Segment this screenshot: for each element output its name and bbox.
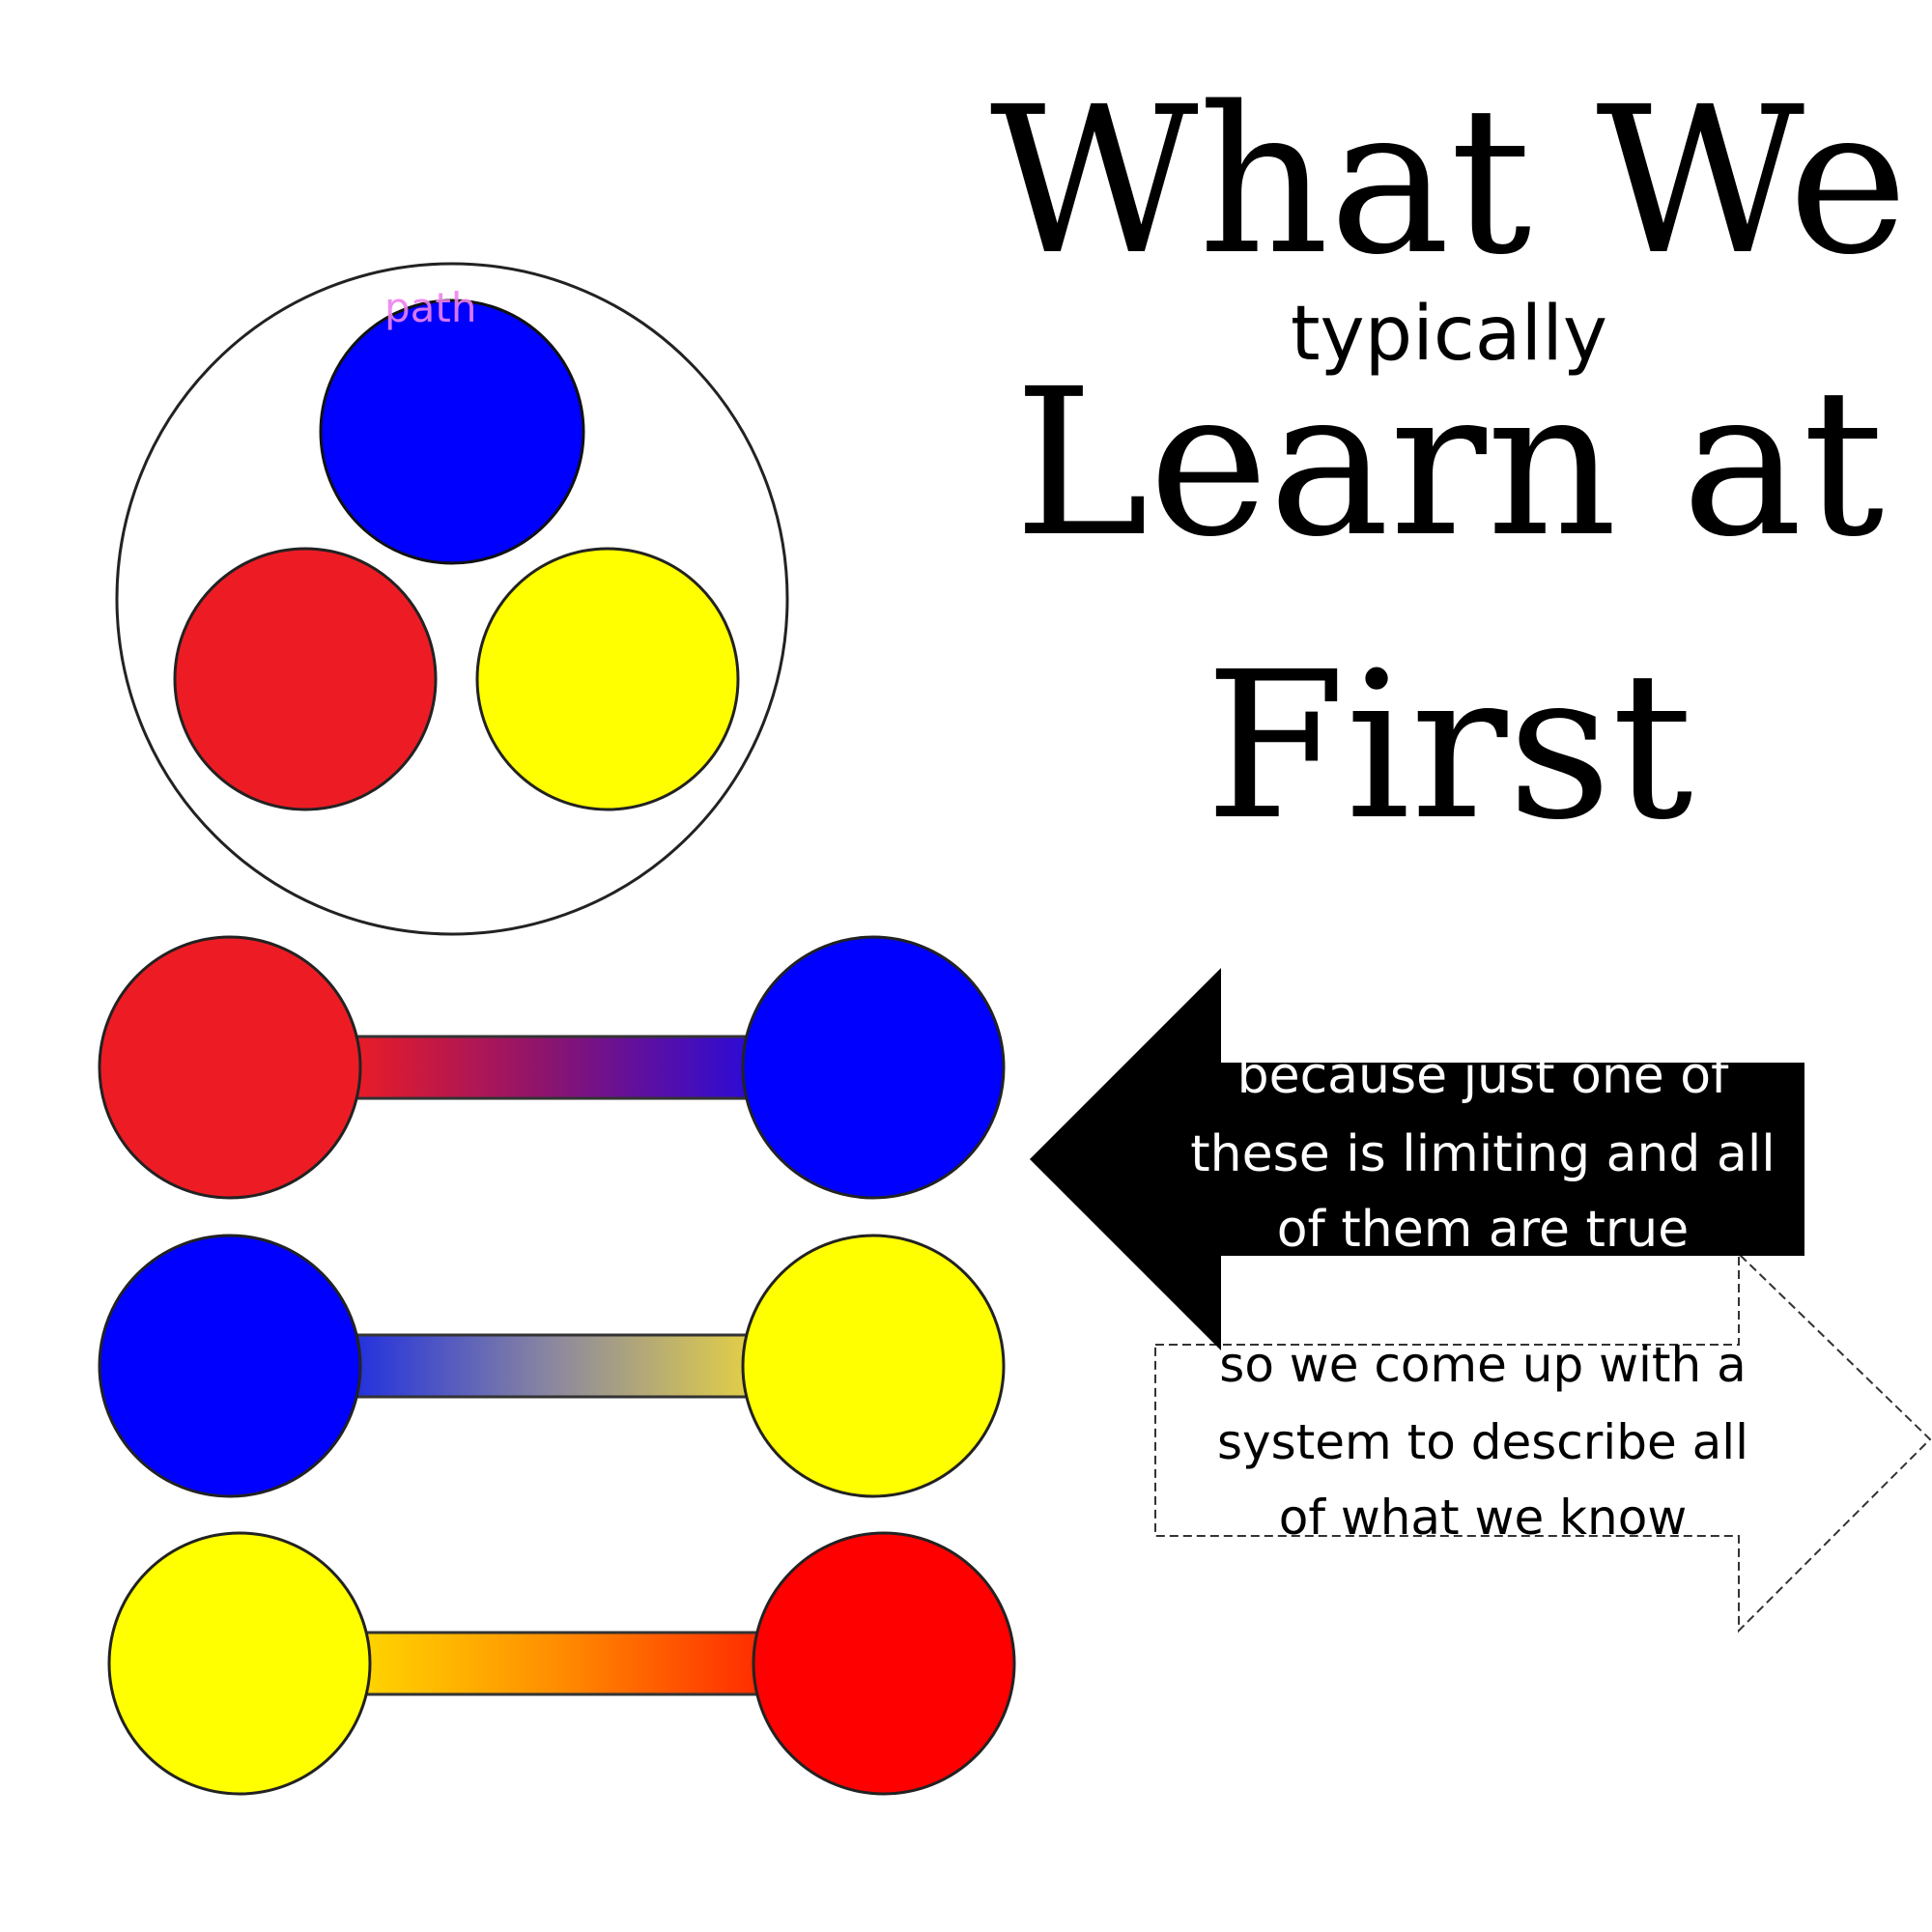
gradient-bar-red-blue — [346, 1035, 755, 1100]
gradient-bar-blue-yellow — [346, 1333, 755, 1399]
left-arrow-shape — [1030, 968, 1804, 1350]
title-line-what-we: What We — [990, 63, 1908, 299]
yellow-circle — [741, 1234, 1006, 1498]
pair-red-blue — [98, 935, 1006, 1200]
right-arrow: so we come up with a system to describe … — [1154, 1251, 1932, 1634]
stray-path-label: path — [384, 284, 476, 331]
title-line-typically: typically — [1291, 291, 1607, 378]
left-arrow-text-line-3: of them are true — [1277, 1201, 1690, 1259]
right-arrow-text-line-2: system to describe all — [1217, 1414, 1748, 1470]
red-circle — [98, 935, 362, 1200]
blue-circle — [741, 935, 1006, 1200]
blue-circle — [98, 1234, 362, 1498]
right-arrow-shape — [1154, 1251, 1932, 1634]
pair-blue-yellow — [98, 1234, 1006, 1498]
left-arrow-text-line-1: because just one of — [1237, 1047, 1731, 1105]
title-line-learn-at: Learn at — [1014, 345, 1885, 582]
title-line-first: First — [1205, 628, 1692, 865]
yellow-circle — [107, 1531, 372, 1796]
blue-circle — [319, 298, 585, 565]
pair-yellow-red — [107, 1531, 1016, 1796]
red-circle — [752, 1531, 1016, 1796]
left-arrow-text-line-2: these is limiting and all — [1190, 1125, 1775, 1183]
primary-colors-group: path — [115, 262, 789, 936]
left-arrow: because just one of these is limiting an… — [1030, 968, 1804, 1350]
right-arrow-text-line-1: so we come up with a — [1219, 1337, 1746, 1393]
red-circle — [173, 547, 438, 811]
right-arrow-text-line-3: of what we know — [1279, 1490, 1688, 1546]
gradient-bar-yellow-red — [355, 1631, 765, 1696]
yellow-circle — [475, 547, 740, 811]
